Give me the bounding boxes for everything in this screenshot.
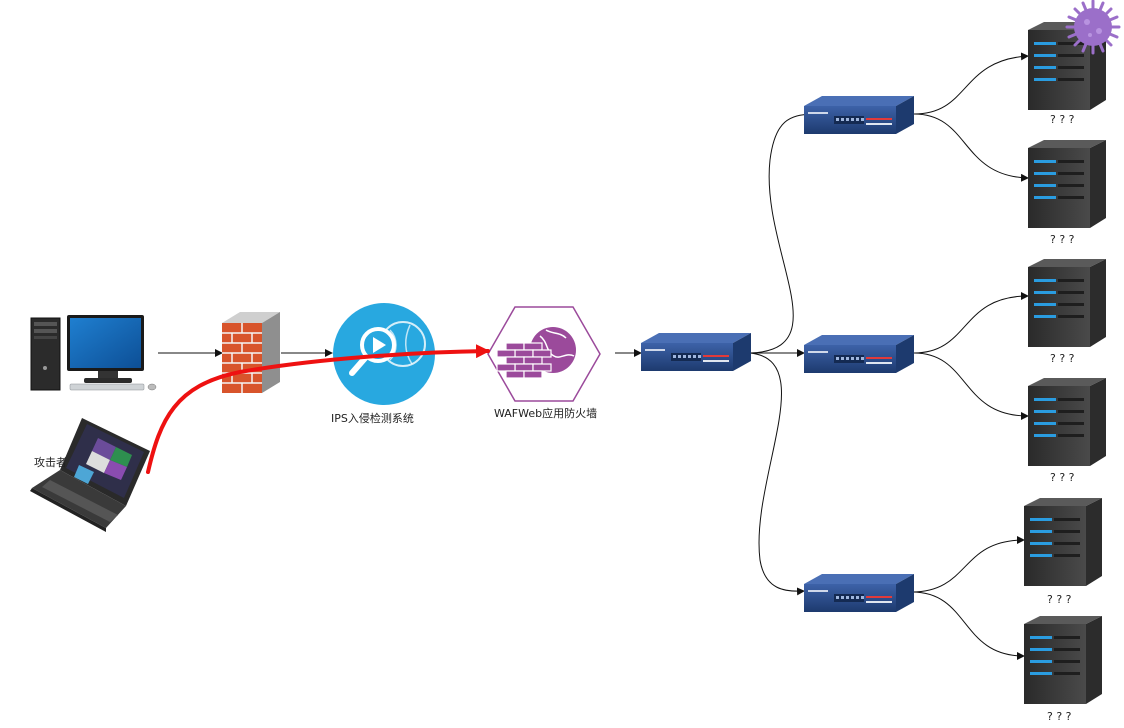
laptop-icon xyxy=(30,418,150,532)
virus-icon xyxy=(1065,0,1121,55)
link-router3-server6 xyxy=(911,591,1025,660)
link-router1-server1 xyxy=(913,52,1029,115)
attack-path-arrow xyxy=(146,344,490,474)
link-router2-server3 xyxy=(913,292,1029,354)
server-tower-icon xyxy=(1024,498,1102,586)
attacker-label: 攻击者 xyxy=(34,456,67,469)
server-1-label: ? ? ? xyxy=(1050,113,1075,126)
link-router3-server5 xyxy=(911,536,1025,593)
server-tower-icon xyxy=(1028,378,1106,466)
server-3-label: ? ? ? xyxy=(1050,352,1075,365)
router-icon xyxy=(641,333,751,371)
link-router1-server2 xyxy=(913,113,1029,182)
ips-label: IPS入侵检测系统 xyxy=(331,412,414,425)
router-icon xyxy=(804,96,914,134)
server-4-label: ? ? ? xyxy=(1050,471,1075,484)
server-6-label: ? ? ? xyxy=(1047,710,1072,723)
server-tower-icon xyxy=(1028,140,1106,228)
router-icon xyxy=(804,335,914,373)
server-tower-icon xyxy=(1028,259,1106,347)
waf-label: WAFWeb应用防火墙 xyxy=(494,407,598,420)
server-tower-icon xyxy=(1024,616,1102,704)
waf-hexagon-icon xyxy=(487,306,601,402)
firewall-icon xyxy=(222,312,280,393)
link-core-top-router xyxy=(749,110,813,354)
connectors xyxy=(158,52,1029,660)
link-core-bottom-router xyxy=(749,352,805,596)
server-5-label: ? ? ? xyxy=(1047,593,1072,606)
server-2-label: ? ? ? xyxy=(1050,233,1075,246)
desktop-computer-icon xyxy=(30,315,157,391)
link-router2-server4 xyxy=(913,352,1029,420)
router-icon xyxy=(804,574,914,612)
